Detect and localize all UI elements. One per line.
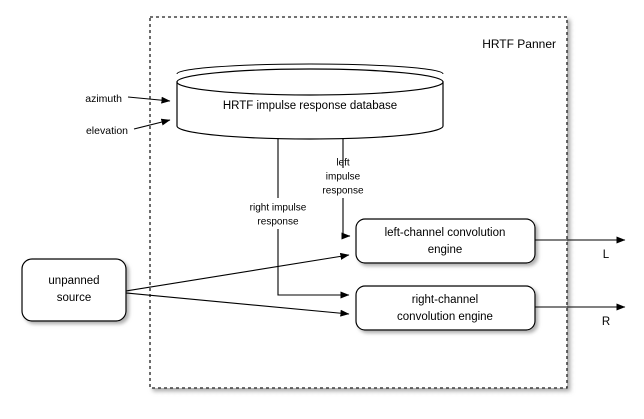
left-engine-label-line1: left-channel convolution (385, 227, 506, 239)
source-label-line2: source (57, 292, 92, 304)
azimuth-arrow (127, 96, 171, 104)
elevation-input-label: elevation (86, 125, 128, 137)
right-engine-label-line1: right-channel (412, 294, 478, 306)
azimuth-input-label: azimuth (85, 93, 122, 105)
boundary-label: HRTF Panner (482, 37, 556, 51)
database-label: HRTF impulse response database (223, 100, 397, 112)
elevation-arrow (133, 118, 171, 130)
source-to-left-engine-arrow (125, 252, 350, 292)
right-impulse-label-line1: right impulse (250, 203, 307, 214)
right-output-label: R (602, 316, 610, 328)
left-impulse-label-line3: response (322, 186, 364, 197)
source-label-line1: unpanned (48, 275, 99, 287)
hrtf-database-node (176, 63, 444, 140)
left-impulse-label-line1: left (336, 158, 350, 169)
source-to-right-engine-arrow (125, 292, 350, 317)
left-output-label: L (603, 249, 610, 261)
right-impulse-arrow (277, 229, 350, 299)
right-engine-label-line2: convolution engine (397, 311, 493, 323)
unpanned-source-node (21, 258, 127, 322)
right-impulse-label-line2: response (257, 217, 299, 228)
left-channel-engine-node (355, 218, 536, 264)
left-impulse-label-line2: impulse (326, 172, 361, 183)
left-engine-label-line2: engine (428, 244, 463, 256)
right-channel-engine-node (355, 285, 536, 331)
